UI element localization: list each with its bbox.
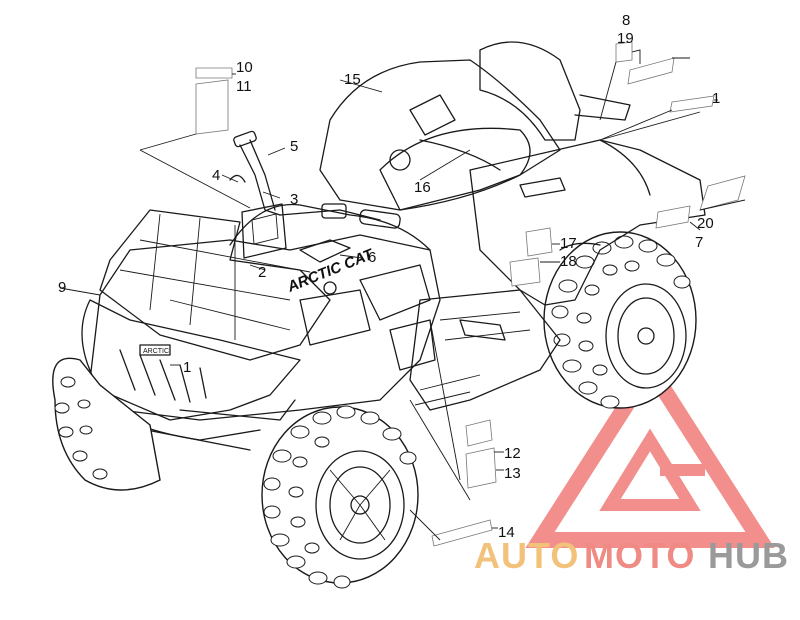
callout-9: 9 [58, 279, 66, 296]
decal-17 [525, 227, 553, 257]
callout-10: 10 [236, 59, 253, 76]
callout-8: 8 [622, 12, 630, 29]
callout-5: 5 [290, 138, 298, 155]
brand-decal-text: ARCTIC CAT [284, 245, 377, 296]
callout-20: 20 [697, 215, 714, 232]
decal-13 [465, 447, 497, 489]
callout-4: 4 [212, 167, 220, 184]
footwell [409, 289, 561, 411]
decal-panels [195, 41, 746, 547]
front-rack [99, 209, 331, 361]
callout-2: 2 [258, 264, 266, 281]
callout-7: 7 [695, 234, 703, 251]
leader-lines [59, 49, 746, 541]
decal-11 [195, 79, 229, 135]
front-right-wheel [261, 405, 419, 589]
watermark-word-auto: AUTO [474, 535, 579, 576]
decal-12 [465, 419, 493, 447]
watermark-triangle-logo [525, 353, 775, 548]
decal-8 [627, 57, 675, 85]
front-left-wheel [52, 357, 161, 491]
callout-18: 18 [560, 253, 577, 270]
front-body [89, 203, 441, 421]
decal-10 [195, 67, 233, 79]
grille-badge-text: ARCTIC [143, 348, 169, 355]
watermark-word-hub: HUB [708, 535, 789, 576]
callout-1-rear: 1 [712, 90, 720, 107]
callout-14: 14 [498, 524, 515, 541]
decal-7 [655, 205, 691, 229]
callout-6: 6 [368, 249, 376, 266]
callout-13: 13 [504, 465, 521, 482]
callout-labels: 1 1 2 3 4 5 6 7 8 9 10 11 12 13 14 15 16… [58, 12, 720, 541]
callout-11: 11 [236, 78, 252, 95]
callout-3: 3 [290, 191, 298, 208]
gauge-panel [241, 203, 287, 259]
rear-right-wheel [543, 231, 697, 409]
watermark-wordmark: AUTO MOTO HUB [474, 535, 789, 576]
handlebars [229, 130, 401, 259]
decal-19 [615, 41, 633, 63]
decal-1-rear [669, 95, 715, 113]
callout-16: 16 [414, 179, 431, 196]
decal-20 [699, 175, 746, 211]
decal-18 [509, 257, 541, 287]
callout-17: 17 [560, 235, 577, 252]
callout-19: 19 [617, 30, 634, 47]
callout-1-front: 1 [183, 359, 191, 376]
watermark-word-moto: MOTO [584, 535, 695, 576]
seat-and-backrest [319, 41, 631, 211]
callout-15: 15 [344, 71, 361, 88]
callout-12: 12 [504, 445, 521, 462]
decal-14 [431, 519, 493, 547]
